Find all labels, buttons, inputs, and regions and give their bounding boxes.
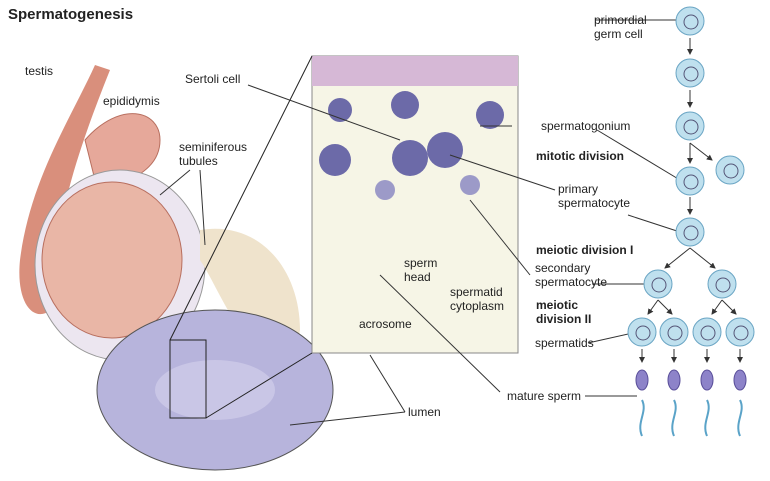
cell-nucleus [733, 325, 749, 341]
leader-lines [159, 19, 681, 426]
cell-nucleus [651, 277, 667, 293]
cell-nucleus [683, 14, 699, 30]
lineage-arrows [639, 38, 743, 363]
label-spermatids: spermatids [535, 336, 594, 350]
germ-cell [675, 166, 705, 196]
testis-illustration [19, 65, 334, 471]
cell-nucleus [667, 325, 683, 341]
germ-cells [627, 6, 755, 437]
cell-nucleus [683, 66, 699, 82]
label-meiotic-division-1: meiotic division I [536, 243, 634, 257]
sperm-head [733, 369, 747, 391]
label-testis: testis [25, 64, 54, 78]
tubule-wall-inset [169, 55, 519, 419]
sperm-head [667, 369, 681, 391]
cell-nucleus [715, 277, 731, 293]
label-spermatogonium: spermatogonium [541, 119, 631, 133]
diagram-title: Spermatogenesis [8, 6, 134, 23]
sperm-head [635, 369, 649, 391]
label-sertoli-cell: Sertoli cell [185, 72, 241, 86]
germ-cell [659, 317, 689, 347]
germ-cell [725, 317, 755, 347]
sperm-tail [737, 399, 743, 437]
label-lumen: lumen [408, 405, 441, 419]
label-seminiferous-tubules: seminiferous tubules [179, 140, 248, 168]
germ-cell [675, 111, 705, 141]
sperm-tail [639, 399, 645, 437]
label-epididymis: epididymis [103, 94, 160, 108]
cell-nucleus [700, 325, 716, 341]
germ-cell [715, 155, 745, 185]
label-mitotic-division: mitotic division [536, 149, 625, 163]
label-primary-spermatocyte: primary spermatocyte [558, 182, 631, 210]
sperm-tail [704, 399, 710, 437]
germ-cell [643, 269, 673, 299]
cell-nucleus [683, 119, 699, 135]
cell-nucleus [683, 225, 699, 241]
cell-nucleus [683, 174, 699, 190]
label-mature-sperm: mature sperm [507, 389, 582, 403]
label-meiotic-division-2: meiotic division II [536, 298, 592, 326]
germ-cell [675, 6, 705, 36]
germ-cell [675, 217, 705, 247]
germ-cell [692, 317, 722, 347]
cell-nucleus [635, 325, 651, 341]
cell-nucleus [723, 163, 739, 179]
sperm-tail [671, 399, 677, 437]
label-secondary-spermatocyte: secondary spermatocyte [535, 261, 608, 289]
label-primordial-germ-cell: primordial germ cell [594, 13, 647, 41]
label-acrosome: acrosome [359, 317, 412, 331]
label-sperm-head: sperm head [404, 256, 438, 284]
germ-cell [707, 269, 737, 299]
sperm-head [700, 369, 714, 391]
germ-cell [675, 58, 705, 88]
germ-cell [627, 317, 657, 347]
label-spermatid-cytoplasm: spermatid cytoplasm [450, 285, 505, 313]
